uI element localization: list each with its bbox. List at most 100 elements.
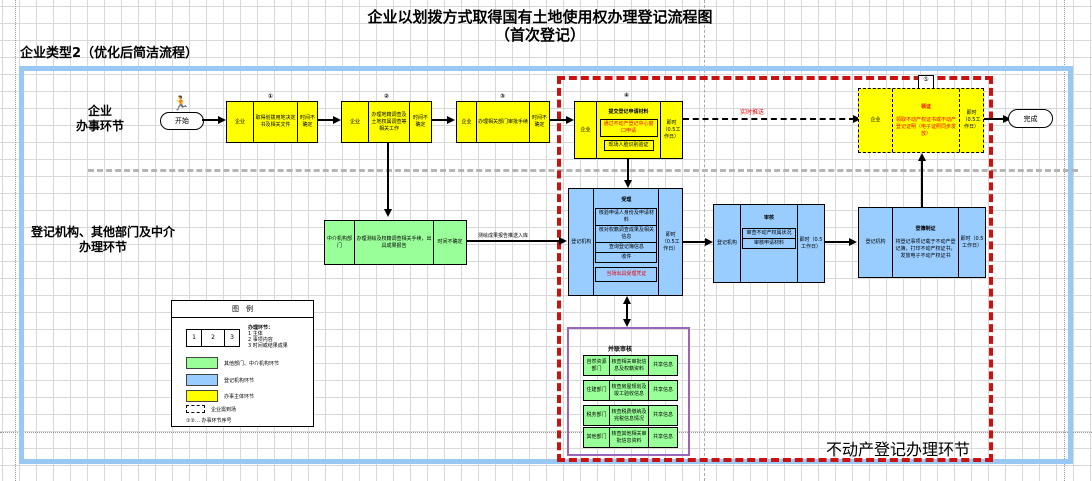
step-title: 领证 bbox=[920, 103, 931, 110]
step-box-1[interactable]: 企业 取得划拨用地决定书及相关文件 时间不确定 bbox=[226, 101, 318, 143]
register-box[interactable]: 登记机构 登簿制证 将登记事项记载于不动产登记簿，打印不动产权证书，发放电子不动… bbox=[858, 207, 986, 278]
arrowhead bbox=[623, 319, 631, 327]
step-subitem-red: 通过不动产登记中心窗口申请 bbox=[599, 119, 658, 137]
step-box-3[interactable]: 企业 办理相关部门审批手续 时间不确定 bbox=[456, 101, 550, 143]
step-content: 领证 领取不动产权证书或不动产登记证明（电子证照同步发放） bbox=[892, 89, 959, 152]
step-time: 时间不确定 bbox=[529, 102, 549, 142]
step-actor: 企业 bbox=[234, 118, 245, 125]
lane-label-agency: 登记机构、其他部门及中介 办理环节 bbox=[28, 225, 178, 255]
parallel-row[interactable]: 自然资源部门 核查相关审批信息及权籍资料 共享信息 bbox=[583, 355, 678, 376]
step-number: ① bbox=[268, 93, 274, 100]
legend-swatch-blue bbox=[186, 374, 218, 386]
legend-desc-title: 办理环节： bbox=[248, 325, 274, 331]
arrowhead bbox=[559, 237, 567, 245]
accept-item-red: 当场出具受理凭证 bbox=[595, 267, 658, 282]
lane-separator bbox=[88, 169, 1078, 172]
legend-desc-item: 2 事项内容 bbox=[248, 337, 273, 343]
legend-item: 登记机构环节 bbox=[186, 374, 254, 386]
legend-item: 其他部门、中介机构环节 bbox=[186, 357, 279, 369]
arrowhead bbox=[447, 116, 455, 124]
connector-arrow bbox=[318, 119, 334, 121]
arrowhead bbox=[384, 209, 392, 217]
registration-zone-label: 不动产登记办理环节 bbox=[826, 440, 971, 459]
lane-label-enterprise: 企业 办事环节 bbox=[60, 104, 140, 134]
connector-arrow bbox=[627, 159, 629, 181]
arrowhead bbox=[1003, 115, 1011, 123]
dept-result: 共享信息 bbox=[648, 356, 677, 375]
connector-arrow bbox=[984, 118, 1004, 120]
accept-item: 核对权籍调查成果及相关信息 bbox=[595, 226, 658, 243]
step-number: ⑤ bbox=[918, 75, 934, 89]
step-actor: 登记机构 bbox=[571, 238, 592, 245]
step-box-5[interactable]: 企业 领证 领取不动产权证书或不动产登记证明（电子证照同步发放） 即时（0.5工… bbox=[858, 88, 984, 153]
arrowhead bbox=[623, 296, 631, 304]
step-content: 提交登记申请材料 通过不动产登记中心窗口申请 现场人脸识别验证 bbox=[596, 102, 660, 158]
legend-item-label: 登记机构环节 bbox=[224, 377, 255, 384]
dotted-connector bbox=[683, 118, 855, 120]
step-number: ④ bbox=[624, 92, 630, 99]
dept-content: 核查其他相关审批信息资料 bbox=[609, 428, 648, 447]
dept: 住建部门 bbox=[586, 387, 607, 393]
outer-frame bbox=[19, 66, 1073, 464]
connector-arrow bbox=[550, 119, 567, 121]
parallel-row[interactable]: 税务部门 核查税费缴纳及完税信息情况 共享信息 bbox=[583, 405, 678, 426]
review-box[interactable]: 登记机构 审核 审查不动产权属状况 审核申请材料 即时（0.5工作日） bbox=[713, 204, 825, 283]
connector-arrow bbox=[825, 241, 850, 243]
step-time: 时间不确定 bbox=[409, 102, 431, 142]
arrowhead bbox=[218, 116, 226, 124]
step-time: 时间不确定 bbox=[433, 221, 466, 264]
agency-step-box[interactable]: 中介机构部门 办理测绘及权籍调查相关手续，出具成果报告 时间不确定 bbox=[324, 220, 467, 265]
register-content: 将登记事项记载于不动产登记簿，打印不动产权证书，发放电子不动产权证书 bbox=[895, 238, 956, 259]
legend-item-label: 办事主体环节 bbox=[224, 393, 255, 400]
legend-swatch-green bbox=[186, 357, 218, 369]
accept-item: 核验申请人身份及申请材料 bbox=[595, 208, 658, 226]
legend-cell: 3 bbox=[230, 334, 234, 341]
legend: 图 例 1 2 3 办理环节： 1 主体 2 事项内容 3 时间或结果成果 其他… bbox=[171, 300, 314, 427]
arrowhead bbox=[849, 238, 857, 246]
step-content: 审核 审查不动产权属状况 审核申请材料 bbox=[740, 205, 797, 282]
dept: 税务部门 bbox=[586, 412, 607, 418]
step-actor: 企业 bbox=[349, 118, 360, 125]
step-time: 即时（0.5工作日） bbox=[660, 102, 682, 158]
connector-arrow bbox=[467, 240, 560, 242]
dept-result: 共享信息 bbox=[648, 381, 677, 400]
arrowhead bbox=[624, 180, 632, 188]
legend-desc-item: 3 时间或结果成果 bbox=[248, 343, 288, 349]
page-guide bbox=[704, 0, 705, 481]
step-subitem: 现场人脸识别验证 bbox=[603, 140, 654, 151]
step-time: 即时（0.5工作日） bbox=[797, 205, 824, 282]
legend-item: 办事主体环节 bbox=[186, 390, 254, 402]
accept-box[interactable]: 登记机构 受理 核验申请人身份及申请材料 核对权籍调查成果及相关信息 查询登记簿… bbox=[568, 188, 683, 296]
connector-arrow bbox=[921, 160, 923, 207]
step-title: 审核 bbox=[763, 215, 774, 221]
step-box-4[interactable]: 企业 提交登记申请材料 通过不动产登记中心窗口申请 现场人脸识别验证 即时（0.… bbox=[574, 101, 683, 159]
step-actor: 企业 bbox=[461, 118, 472, 125]
legend-desc: 办理环节： 1 主体 2 事项内容 3 时间或结果成果 bbox=[248, 325, 288, 349]
legend-item-label: 企业需到场 bbox=[211, 406, 237, 413]
parallel-row[interactable]: 住建部门 核查房屋规划及竣工验收信息 共享信息 bbox=[583, 380, 678, 401]
parallel-row[interactable]: 其他部门 核查其他相关审批信息资料 共享信息 bbox=[583, 427, 678, 448]
runner-icon: 🏃 bbox=[172, 96, 190, 112]
dept-content: 核查房屋规划及竣工验收信息 bbox=[609, 381, 648, 400]
parallel-review-title: 并联审核 bbox=[608, 346, 633, 353]
review-item: 审核申请材料 bbox=[742, 239, 796, 249]
dept: 其他部门 bbox=[586, 434, 607, 440]
lane-label-line: 办理环节 bbox=[78, 240, 127, 254]
accept-item: 查询登记簿信息 bbox=[595, 243, 658, 253]
start-terminal[interactable]: 开始 bbox=[160, 112, 204, 130]
step-number: ② bbox=[384, 93, 390, 100]
step-box-2[interactable]: 企业 办理地籍调查及土地权属调查等相关工作 时间不确定 bbox=[341, 101, 432, 143]
step-actor: 登记机构 bbox=[865, 239, 886, 245]
end-terminal[interactable]: 完成 bbox=[1008, 109, 1053, 128]
step-content: 办理测绘及权籍调查相关手续，出具成果报告 bbox=[354, 221, 433, 264]
connector-arrow bbox=[683, 241, 706, 243]
agency-arrow-label: 测绘成果报告推送入库 bbox=[478, 233, 529, 239]
dept-result: 共享信息 bbox=[648, 428, 677, 447]
connector-arrow bbox=[626, 302, 628, 320]
arrowhead bbox=[705, 238, 713, 246]
step-time: 即时（0.5工作日） bbox=[958, 208, 985, 277]
review-item: 审查不动产权属状况 bbox=[742, 228, 796, 239]
connector-arrow bbox=[387, 143, 389, 211]
step-content: 办理地籍调查及土地权属调查等相关工作 bbox=[368, 102, 409, 142]
page-guide bbox=[15, 0, 16, 481]
